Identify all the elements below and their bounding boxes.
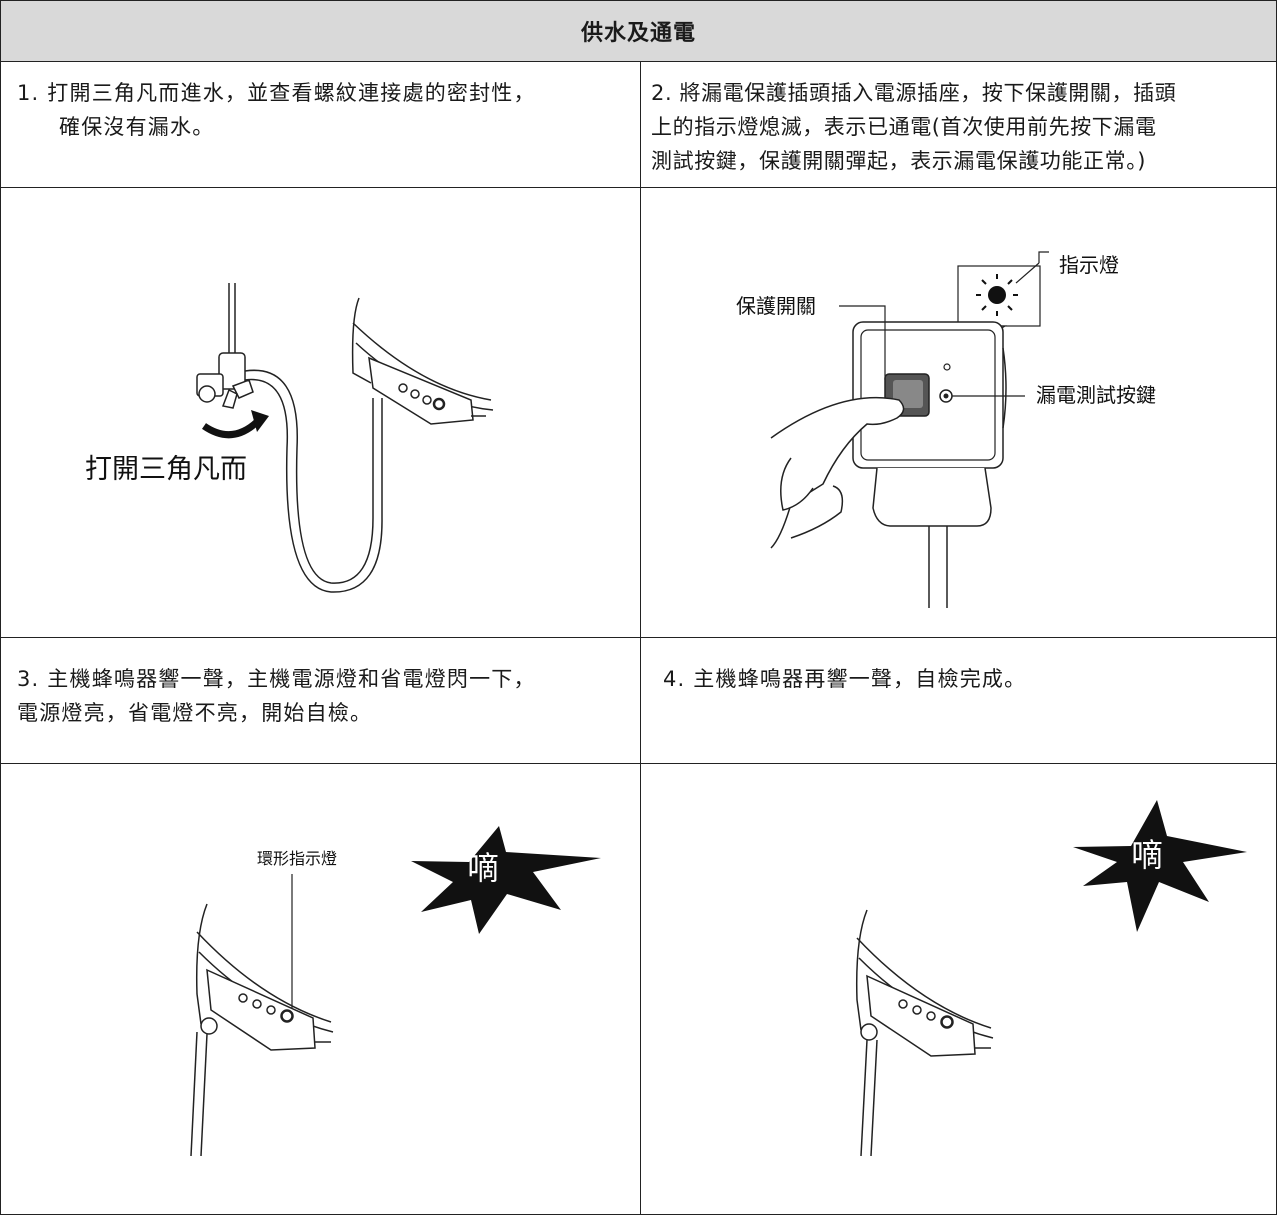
- step-3-text: 3. 主機蜂鳴器響一聲，主機電源燈和省電燈閃一下， 電源燈亮，省電燈不亮，開始自…: [0, 637, 641, 764]
- section-header: 供水及通電: [0, 0, 1277, 62]
- step-2-line-3: 測試按鍵，保護開關彈起，表示漏電保護功能正常。): [651, 149, 1147, 173]
- indicator-label: 指示燈: [1059, 253, 1119, 277]
- step-2-line-2: 上的指示燈熄滅，表示已通電(首次使用前先按下漏電: [651, 115, 1157, 139]
- protect-switch-label: 保護開關: [736, 294, 816, 318]
- rotate-arrow-icon: [202, 417, 262, 439]
- control-panel-icon: [368, 356, 474, 425]
- ring-indicator-label: 環形指示燈: [257, 849, 337, 868]
- step-3-line-2: 電源燈亮，省電燈不亮，開始自檢。: [17, 701, 373, 725]
- ring-indicator-icon: [280, 1009, 294, 1023]
- control-panel-icon: [866, 974, 976, 1057]
- indicator-light-icon: [988, 286, 1006, 304]
- step-4-figure: 嘀: [640, 763, 1277, 1215]
- step-4-text: 4. 主機蜂鳴器再響一聲，自檢完成。: [640, 637, 1277, 764]
- beep-text: 嘀: [467, 849, 499, 887]
- step-1-figure: 打開三角凡而: [0, 187, 641, 638]
- hose-icon: [244, 369, 374, 584]
- leakage-plug-illustration: 指示燈 保護開關 漏電測試按鍵: [736, 251, 1156, 608]
- step-2-line-1: 2. 將漏電保護插頭插入電源插座，按下保護開關，插頭: [651, 81, 1177, 105]
- beep-complete-illustration: 嘀: [855, 800, 1247, 1157]
- beep-burst-icon: [1073, 800, 1247, 932]
- valve-and-toilet-illustration: 打開三角凡而: [85, 283, 494, 593]
- step-2-text: 2. 將漏電保護插頭插入電源插座，按下保護開關，插頭 上的指示燈熄滅，表示已通電…: [640, 61, 1277, 188]
- beep-text: 嘀: [1131, 836, 1163, 874]
- step-1-line-2: 確保沒有漏水。: [59, 115, 215, 139]
- test-button-label: 漏電測試按鍵: [1036, 383, 1156, 407]
- beep-ring-indicator-illustration: 嘀 環形指示燈: [190, 826, 601, 1157]
- step-4-line-1: 4. 主機蜂鳴器再響一聲，自檢完成。: [663, 667, 1027, 691]
- step-1-text: 1. 打開三角凡而進水，並查看螺紋連接處的密封性， 確保沒有漏水。: [0, 61, 641, 188]
- step-3-line-1: 3. 主機蜂鳴器響一聲，主機電源燈和省電燈閃一下，: [17, 667, 536, 691]
- valve-label: 打開三角凡而: [85, 454, 247, 485]
- control-panel-icon: [206, 968, 316, 1051]
- step-1-line-1: 1. 打開三角凡而進水，並查看螺紋連接處的密封性，: [17, 81, 536, 105]
- section-title: 供水及通電: [580, 21, 696, 46]
- step-2-figure: 指示燈 保護開關 漏電測試按鍵: [640, 187, 1277, 638]
- beep-burst-icon: [411, 826, 601, 934]
- step-3-figure: 嘀 環形指示燈: [0, 763, 641, 1215]
